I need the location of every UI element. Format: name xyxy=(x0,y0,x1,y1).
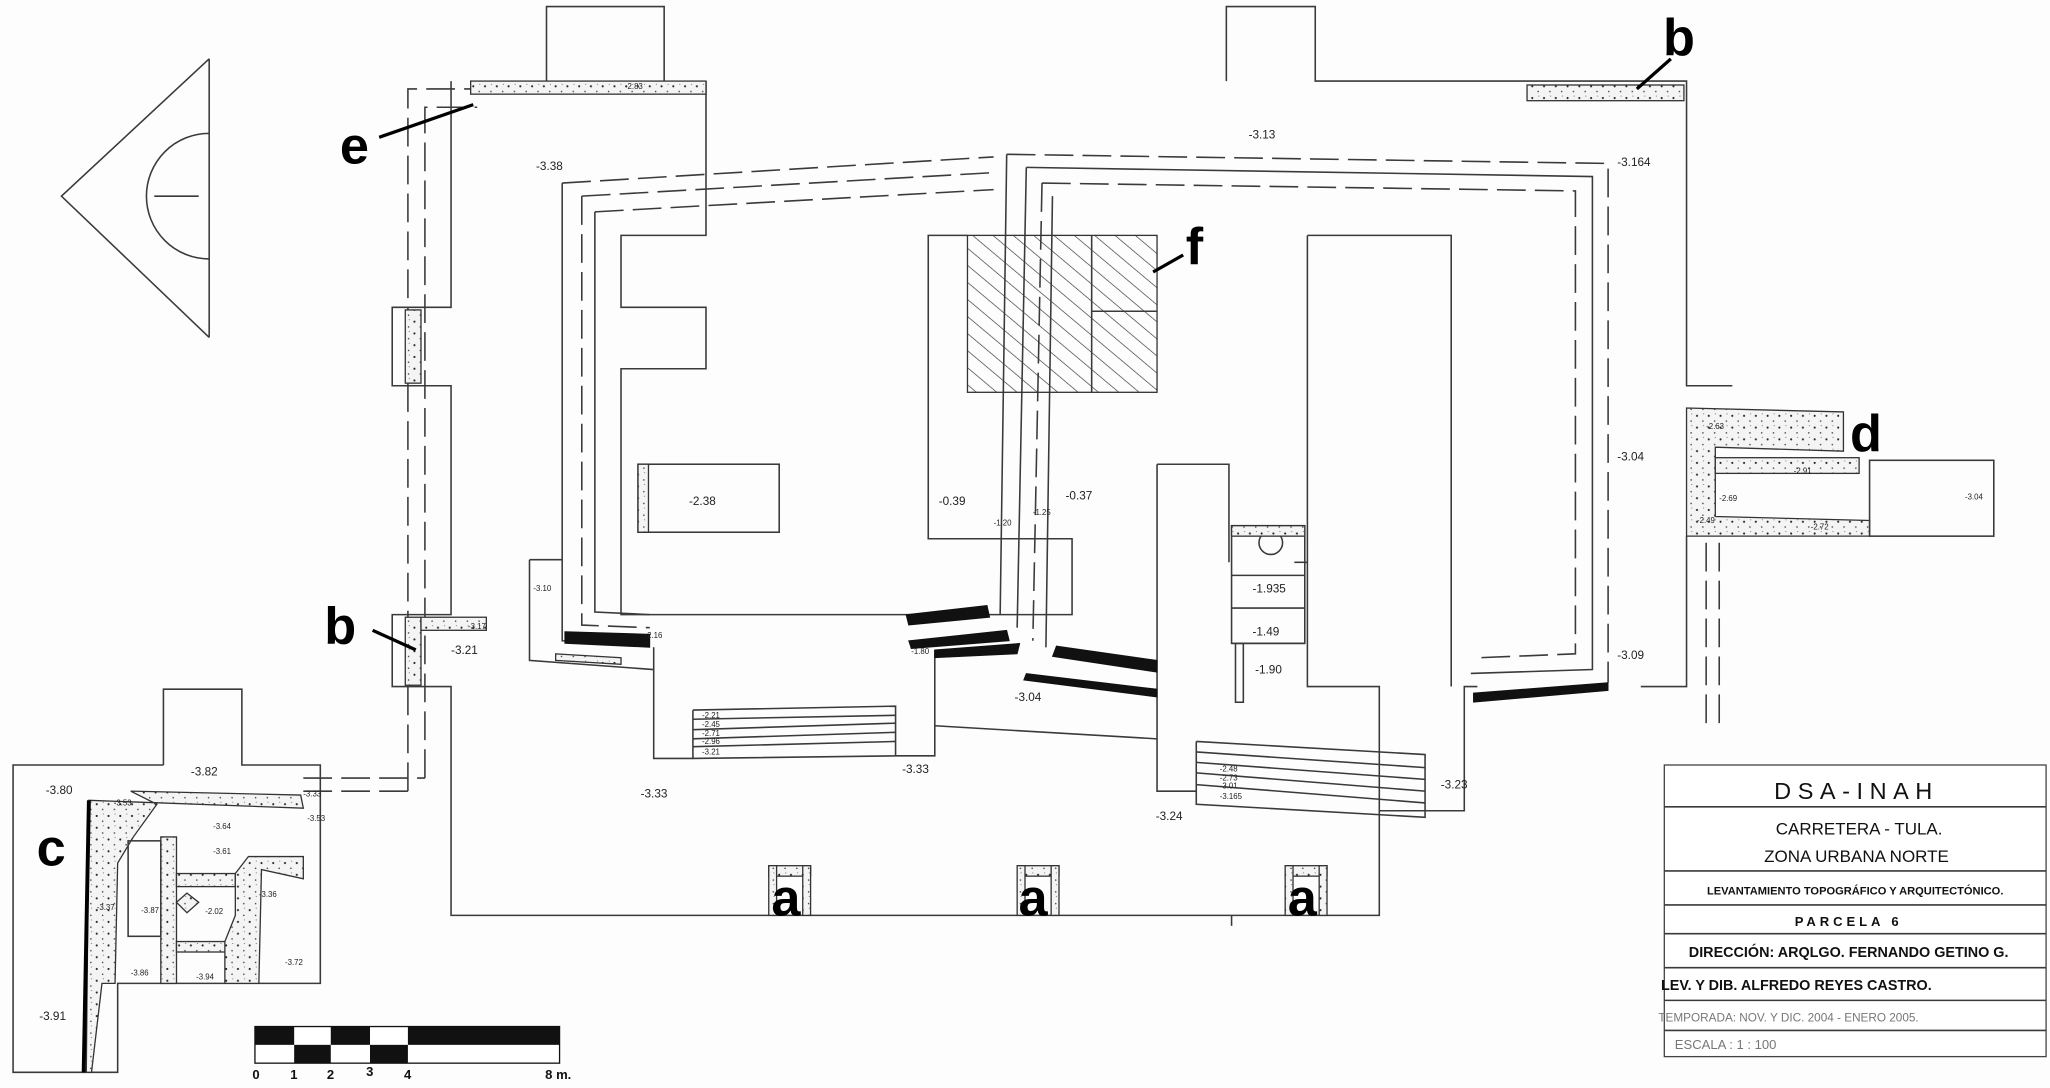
elevation-label: -3.72 xyxy=(285,958,303,967)
scale-label-4: 4 xyxy=(404,1067,412,1082)
staircase-left xyxy=(692,705,897,760)
elevation-label: -3.24 xyxy=(1156,810,1183,823)
scale-label-3: 3 xyxy=(366,1064,373,1079)
elevation-label: -2.21 xyxy=(702,711,720,720)
elevation-label: -1.49 xyxy=(1252,626,1279,639)
elevation-label: -2.83 xyxy=(625,82,643,91)
scale-bar: 0 1 2 3 4 8 m. xyxy=(252,1025,571,1082)
elevation-label: -3.165 xyxy=(1220,792,1243,801)
drawn-by: LEV. Y DIB. ALFREDO REYES CASTRO. xyxy=(1661,978,1932,994)
elevation-label: -3.87 xyxy=(141,906,159,915)
elevation-label: -3.86 xyxy=(131,969,149,978)
elevation-label: -2.49 xyxy=(1697,516,1715,525)
elevation-label: -3.33 xyxy=(902,763,929,776)
callout-leaders xyxy=(371,57,1672,652)
elevation-label: -3.09 xyxy=(1617,649,1644,662)
elevation-label: -3.04 xyxy=(1965,493,1983,502)
elevation-label: -2.48 xyxy=(1220,765,1238,774)
elevation-label: -0.37 xyxy=(1066,490,1093,503)
elevation-label: -1.90 xyxy=(1255,663,1282,676)
scale-label-1: 1 xyxy=(290,1067,297,1082)
elevation-label: -2.02 xyxy=(205,907,223,916)
elevation-label: -3.37 xyxy=(97,903,115,912)
elevation-label: -2.73 xyxy=(1220,774,1238,783)
parcel: PARCELA 6 xyxy=(1795,914,1903,929)
elevation-label: -2.91 xyxy=(1794,466,1812,475)
elevation-label: -3.82 xyxy=(191,765,218,778)
project-line-2: ZONA URBANA NORTE xyxy=(1764,847,1949,866)
elevation-label: -3.17 xyxy=(468,622,486,631)
project-line-1: CARRETERA - TULA. xyxy=(1776,819,1943,838)
scale-label-0: 0 xyxy=(252,1067,259,1082)
elevation-label: -2.69 xyxy=(1719,494,1737,503)
elevation-label: -2.96 xyxy=(702,737,720,746)
elevation-label: -3.61 xyxy=(213,847,231,856)
elevation-label: -3.23 xyxy=(1441,779,1468,792)
elevation-label: -3.91 xyxy=(39,1010,66,1023)
survey-type: LEVANTAMIENTO TOPOGRÁFICO Y ARQUITECTÓNI… xyxy=(1707,884,2003,897)
elevation-label: -2.38 xyxy=(689,495,716,508)
drawing-scale: ESCALA : 1 : 100 xyxy=(1675,1037,1777,1052)
elevation-label: -3.64 xyxy=(213,822,231,831)
elevation-label: -2.16 xyxy=(645,631,663,640)
elevation-labels: -2.83 -3.38 -3.13 -3.164 -2.38 -0.39 -0.37 -1.2… xyxy=(39,82,1983,1023)
title-block: DSA-INAH CARRETERA - TULA. ZONA URBANA N… xyxy=(1658,764,2047,1058)
elevation-label: -1.935 xyxy=(1252,582,1286,595)
callout-c: c xyxy=(37,820,66,878)
dashed-wall-lines xyxy=(303,88,1721,792)
org-name: DSA-INAH xyxy=(1774,778,1939,804)
elevation-label: -3.94 xyxy=(196,972,214,981)
elevation-label: -1.20 xyxy=(994,519,1012,528)
callout-e: e xyxy=(340,117,369,175)
callout-a-1: a xyxy=(771,869,801,927)
elevation-label: -3.38 xyxy=(536,160,563,173)
elevation-label: -3.21 xyxy=(702,748,720,757)
scale-label-8: 8 m. xyxy=(545,1067,571,1082)
elevation-label: -3.36 xyxy=(259,890,277,899)
director: DIRECCIÓN: ARQLGO. FERNANDO GETINO G. xyxy=(1689,943,2009,961)
elevation-label: -3.01 xyxy=(1220,782,1238,791)
hatched-area xyxy=(966,234,1158,393)
callout-f: f xyxy=(1186,218,1204,276)
season: TEMPORADA: NOV. Y DIC. 2004 - ENERO 2005… xyxy=(1658,1011,1918,1024)
elevation-label: -2.45 xyxy=(702,720,720,729)
elevation-label: -0.39 xyxy=(939,495,966,508)
stone-fill-walls xyxy=(404,80,1995,917)
elevation-label: -3.33 xyxy=(303,789,321,798)
elevation-label: -1.25 xyxy=(1033,508,1051,517)
elevation-label: -3.164 xyxy=(1617,156,1651,169)
wall-base-fills xyxy=(564,605,1609,703)
elevation-label: -3.13 xyxy=(1249,129,1276,142)
elevation-label: -3.80 xyxy=(46,784,73,797)
elevation-label: -3.53 xyxy=(114,799,132,808)
elevation-label: -3.21 xyxy=(451,644,478,657)
callout-b-top: b xyxy=(1663,9,1695,67)
area-c-detail xyxy=(12,688,322,1074)
callout-d: d xyxy=(1850,405,1882,463)
elevation-label: -2.71 xyxy=(702,729,720,738)
elevation-label: -3.53 xyxy=(307,814,325,823)
staircase-right xyxy=(1195,740,1426,819)
callout-a-2: a xyxy=(1018,869,1048,927)
north-arrow-icon xyxy=(60,58,210,338)
excavation-outline xyxy=(391,5,1733,926)
scale-label-2: 2 xyxy=(327,1067,334,1082)
elevation-label: -3.04 xyxy=(1015,691,1042,704)
elevation-label: -3.04 xyxy=(1617,450,1644,463)
elevation-label: -3.10 xyxy=(533,584,551,593)
elevation-label: -3.33 xyxy=(641,788,668,801)
elevation-label: -2.63 xyxy=(1706,422,1724,431)
callout-a-3: a xyxy=(1288,869,1318,927)
callout-b-left: b xyxy=(324,597,356,655)
elevation-label: -2.72 xyxy=(1811,523,1829,532)
elevation-label: -1.80 xyxy=(911,647,929,656)
